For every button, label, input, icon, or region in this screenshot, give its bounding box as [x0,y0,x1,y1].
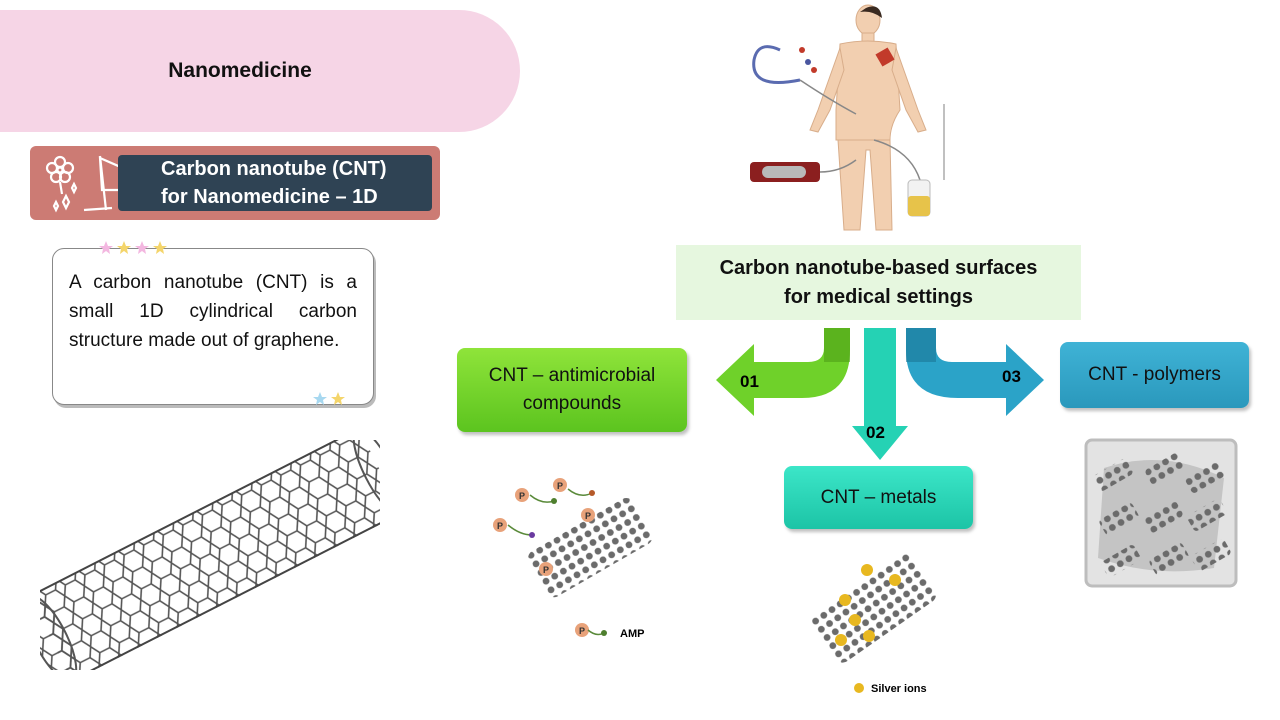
branch-box-metals: CNT – metals [784,466,973,529]
arrow-02-icon [852,328,908,460]
peptide-marker: P [497,521,503,531]
branch-antimicrobial-line1: CNT – antimicrobial [488,365,656,386]
silver-ions-caption: Silver ions [871,683,927,695]
flower-signpost-icon [45,155,120,213]
arrow-01-label: 01 [740,372,759,391]
branch-box-antimicrobial: CNT – antimicrobial compounds [457,348,687,432]
section-title-line1: Carbon nanotube (CNT) [161,158,387,180]
info-text: A carbon nanotube (CNT) is a small 1D cy… [69,272,357,351]
hub-title-line1: Carbon nanotube-based surfaces [719,256,1038,279]
page-title: Nanomedicine [168,59,312,82]
hub-title-line2: for medical settings [784,285,973,308]
stars-decoration-icon [99,241,167,254]
branch-box-polymers: CNT - polymers [1060,342,1249,408]
branch-antimicrobial-line2: compounds [522,393,622,414]
section-title: Carbon nanotube (CNT) for Nanomedicine –… [118,155,432,211]
section-title-line2: for Nanomedicine – 1D [161,186,378,208]
branch-arrows: 01 02 03 [716,328,1044,460]
arrow-02-label: 02 [866,423,885,442]
arrow-03-label: 03 [1002,367,1021,386]
peptide-marker: P [585,511,591,521]
peptide-marker: P [579,626,585,636]
cnt-polymers-illustration [1084,438,1238,588]
arrow-03-icon [906,328,1044,416]
info-card [52,248,374,405]
amp-caption: AMP [620,628,644,640]
arrow-01-icon [716,328,850,416]
hub-title: Carbon nanotube-based surfaces for medic… [676,245,1081,320]
human-medical-devices-illustration [750,4,945,231]
peptide-marker: P [543,565,549,575]
peptide-marker: P [519,491,525,501]
peptide-marker: P [557,481,563,491]
cnt-antimicrobial-illustration: P P P P P P AMP [493,478,653,640]
cnt-metals-illustration: Silver ions [811,554,936,695]
carbon-nanotube-illustration [40,440,380,670]
silver-ion-legend-icon [854,683,864,693]
header-background [0,10,520,132]
stars-decoration-icon [313,392,345,405]
